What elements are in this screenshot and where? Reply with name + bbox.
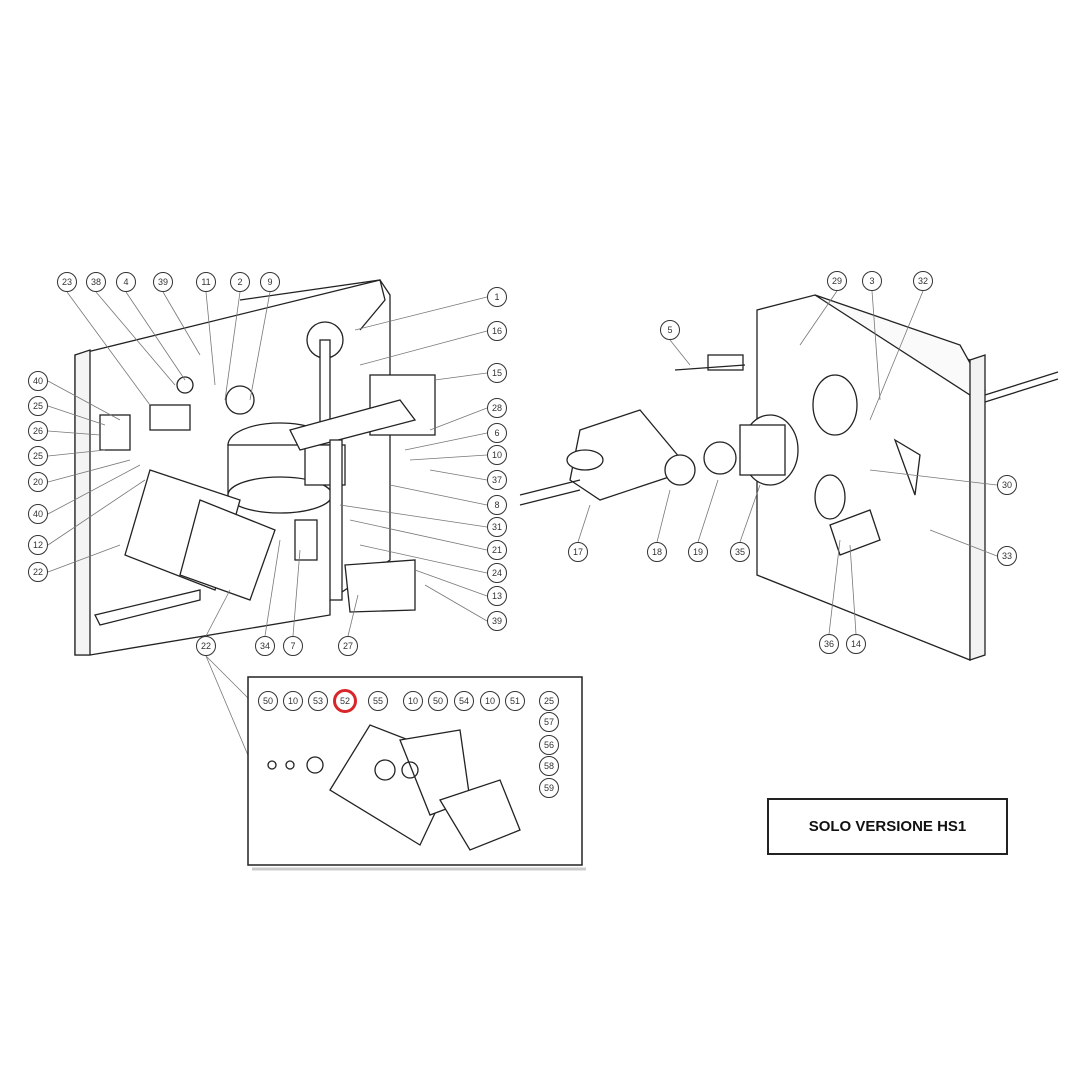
part-callout-18: 18 [647,542,667,562]
leader-lines-right [577,290,998,635]
part-callout-6: 6 [487,423,507,443]
part-callout-51: 51 [505,691,525,711]
part-callout-56: 56 [539,735,559,755]
inset-detail [247,676,586,871]
part-callout-21: 21 [487,540,507,560]
part-callout-31: 31 [487,517,507,537]
part-callout-53: 53 [308,691,328,711]
part-callout-38: 38 [86,272,106,292]
part-callout-24: 24 [487,563,507,583]
part-callout-12: 12 [28,535,48,555]
part-callout-55: 55 [368,691,388,711]
left-assembly [74,279,436,656]
part-callout-50: 50 [428,691,448,711]
part-callout-3: 3 [862,271,882,291]
part-callout-13: 13 [487,586,507,606]
part-callout-54: 54 [454,691,474,711]
part-callout-25: 25 [28,446,48,466]
part-callout-23: 23 [57,272,77,292]
part-callout-59: 59 [539,778,559,798]
part-callout-15: 15 [487,363,507,383]
part-callout-25: 25 [28,396,48,416]
part-callout-2: 2 [230,272,250,292]
part-callout-22: 22 [28,562,48,582]
leader-lines [47,291,488,761]
part-callout-10: 10 [487,445,507,465]
part-callout-5: 5 [660,320,680,340]
part-callout-32: 32 [913,271,933,291]
part-callout-10: 10 [403,691,423,711]
part-callout-40: 40 [28,371,48,391]
part-callout-36: 36 [819,634,839,654]
part-callout-35: 35 [730,542,750,562]
part-callout-14: 14 [846,634,866,654]
part-callout-28: 28 [487,398,507,418]
part-callout-39: 39 [487,611,507,631]
version-note: SOLO VERSIONE HS1 [767,798,1008,855]
part-callout-27: 27 [338,636,358,656]
part-callout-33: 33 [997,546,1017,566]
part-callout-57: 57 [539,712,559,732]
part-callout-37: 37 [487,470,507,490]
part-callout-26: 26 [28,421,48,441]
part-callout-11: 11 [196,272,216,292]
part-callout-40: 40 [28,504,48,524]
part-callout-30: 30 [997,475,1017,495]
part-callout-1: 1 [487,287,507,307]
part-callout-16: 16 [487,321,507,341]
part-callout-17: 17 [568,542,588,562]
part-callout-10: 10 [283,691,303,711]
part-callout-25: 25 [539,691,559,711]
part-callout-58: 58 [539,756,559,776]
part-callout-22: 22 [196,636,216,656]
part-callout-34: 34 [255,636,275,656]
part-callout-19: 19 [688,542,708,562]
right-assembly [519,294,1059,661]
part-callout-7: 7 [283,636,303,656]
part-callout-50: 50 [258,691,278,711]
part-callout-20: 20 [28,472,48,492]
part-callout-4: 4 [116,272,136,292]
part-callout-8: 8 [487,495,507,515]
part-callout-10: 10 [480,691,500,711]
part-callout-52: 52 [333,689,357,713]
part-callout-29: 29 [827,271,847,291]
part-callout-9: 9 [260,272,280,292]
part-callout-39: 39 [153,272,173,292]
